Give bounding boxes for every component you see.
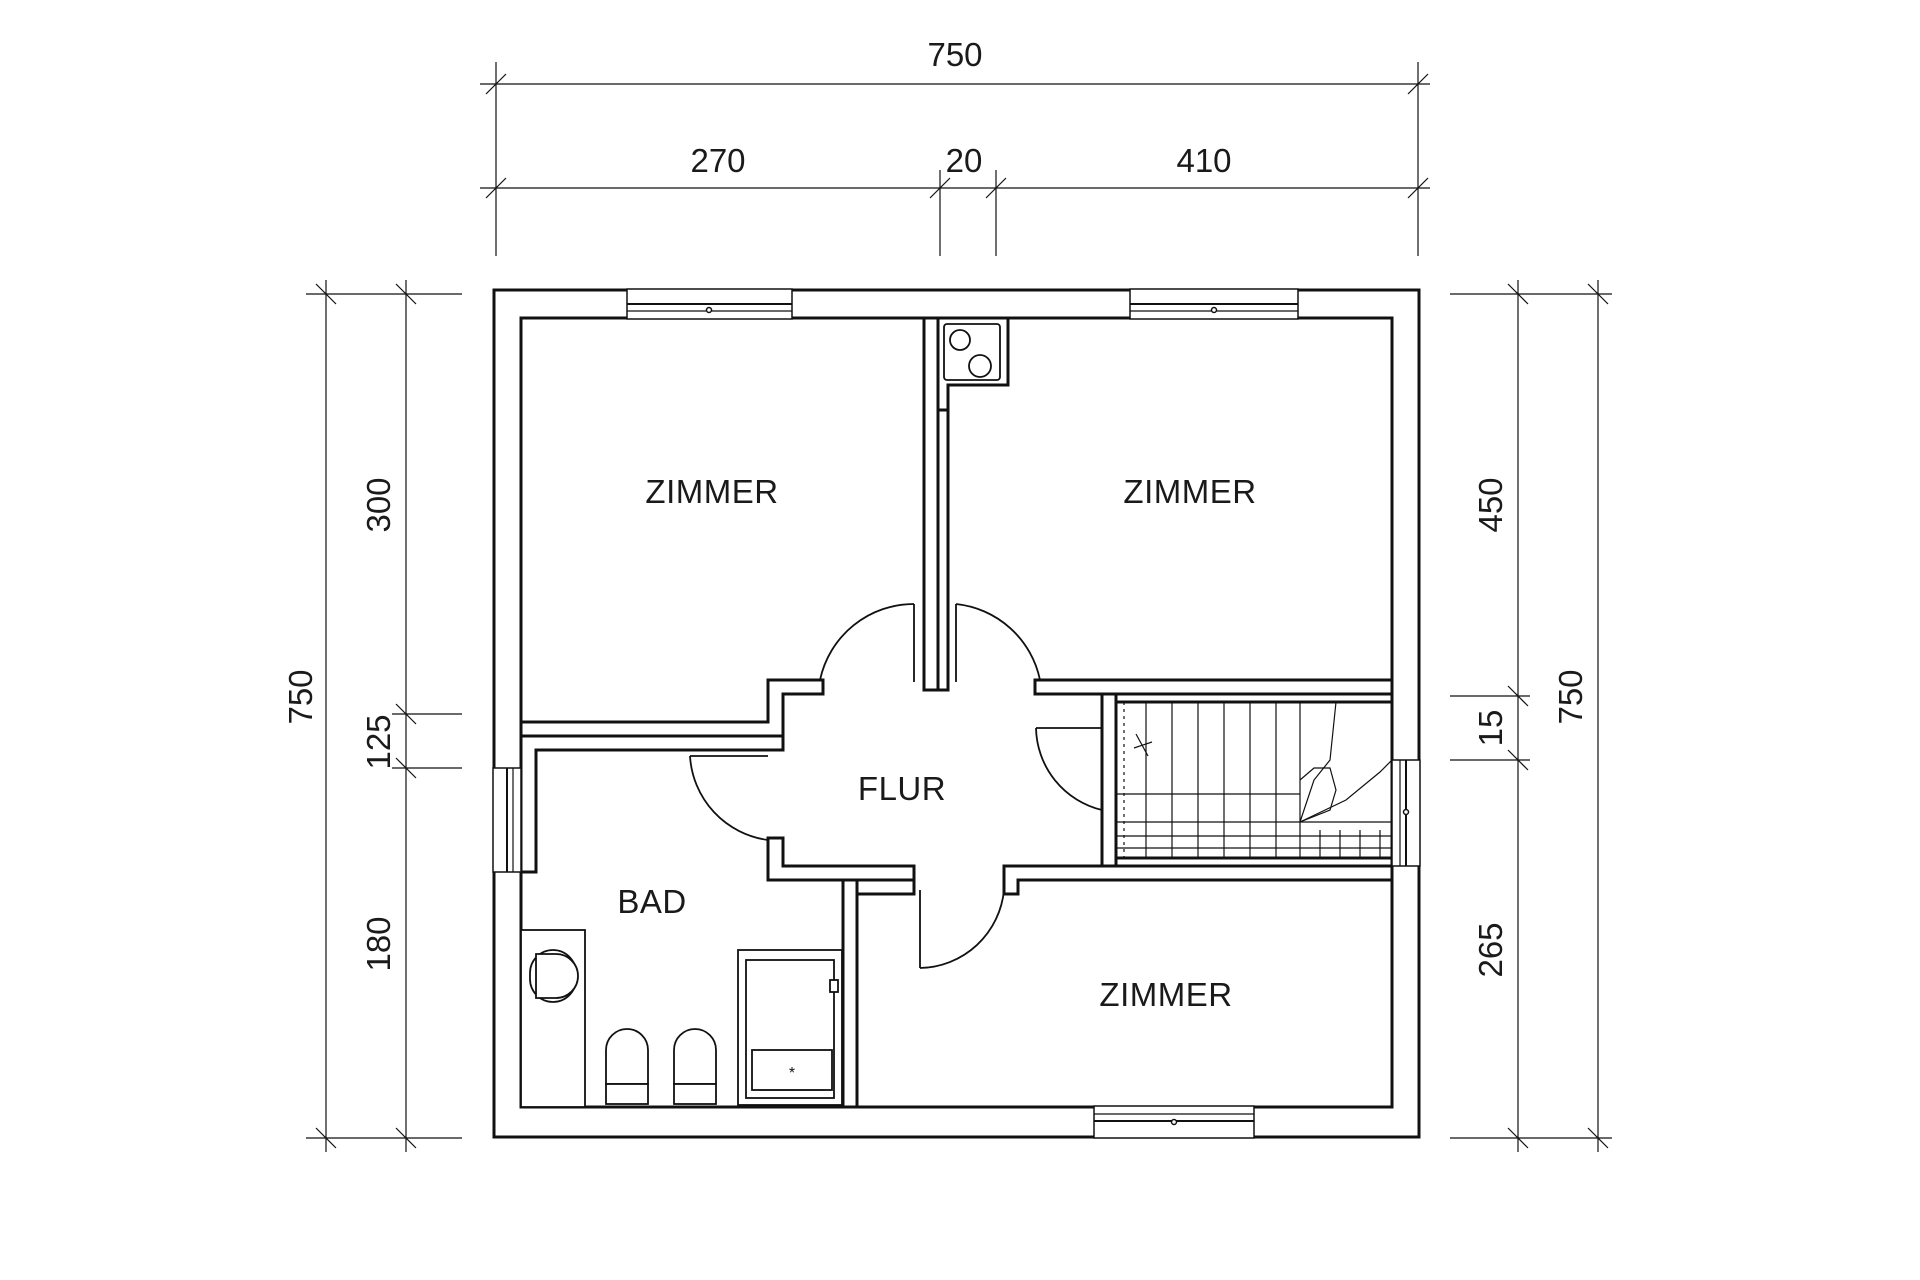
exterior-wall: [492, 288, 1421, 1139]
stair-wall-top: [1114, 692, 1394, 704]
door-top-right-room: [955, 603, 1041, 682]
chimney-fixture: [936, 316, 1010, 412]
window-top-right: [1129, 288, 1299, 320]
bidet: [673, 1028, 717, 1105]
window-right-stair: [1391, 759, 1421, 867]
door-top-left-room: [819, 603, 915, 682]
door-bad: [689, 755, 769, 841]
shower: *: [737, 949, 843, 1106]
interior-wall-bad-right: [841, 878, 859, 1109]
dim-top-right: 410: [1176, 142, 1231, 179]
dim-left-bottom: 180: [360, 916, 397, 971]
room-label-bad: BAD: [617, 883, 686, 920]
stair-wall-bottom: [1114, 856, 1394, 868]
dim-right-top: 450: [1472, 477, 1509, 532]
room-label-zimmer-top-left: ZIMMER: [645, 473, 778, 510]
toilet: [605, 1028, 649, 1105]
window-bottom: [1093, 1105, 1255, 1139]
dim-top-middle: 20: [946, 142, 983, 179]
dim-right-middle: 15: [1472, 710, 1509, 747]
dim-right-total: 750: [1552, 669, 1589, 724]
interior-wall-top-left-bottom: [519, 678, 825, 738]
interior-wall-vertical-top: [922, 316, 940, 692]
dim-top-left: 270: [690, 142, 745, 179]
interior-wall-vertical-top-b: [936, 408, 950, 692]
window-left-bad: [492, 767, 522, 873]
svg-text:*: *: [789, 1065, 795, 1082]
bathtub: [520, 929, 586, 1108]
window-top-left: [626, 288, 793, 320]
dim-left-total: 750: [282, 669, 319, 724]
dim-right-bottom: 265: [1472, 922, 1509, 977]
interior-wall-flur-left: [766, 836, 916, 882]
staircase: [1115, 701, 1393, 858]
room-label-zimmer-bottom: ZIMMER: [1099, 976, 1232, 1013]
dim-left-middle: 125: [360, 714, 397, 769]
stair-wall-left: [1100, 692, 1118, 868]
interior-wall-bottom-zimmer: [855, 864, 1394, 896]
dim-left-top: 300: [360, 477, 397, 532]
dimension-lines: [306, 62, 1612, 1152]
door-stair: [1035, 727, 1103, 811]
interior-wall-top-right-bottom: [1033, 678, 1394, 696]
room-label-flur: FLUR: [858, 770, 946, 807]
door-bottom-zimmer: [919, 889, 1005, 969]
dim-top-total: 750: [927, 36, 982, 73]
room-label-zimmer-top-right: ZIMMER: [1123, 473, 1256, 510]
